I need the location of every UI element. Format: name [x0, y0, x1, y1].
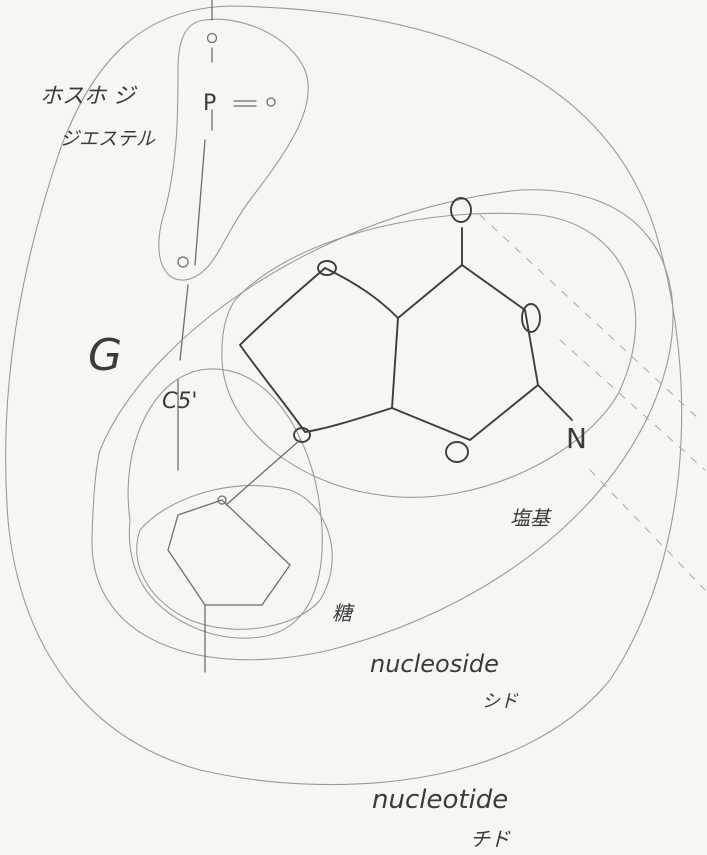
- glycosidic-bond: [225, 439, 301, 506]
- base-label: 塩基: [510, 506, 552, 530]
- nucleotide-jp-label: チド: [470, 827, 511, 851]
- guide-line-1: [479, 214, 701, 421]
- carbonyl-oxygen: [450, 197, 472, 223]
- nucleotide-boundary: [5, 5, 683, 786]
- sugar-ring-oxygen: [217, 495, 227, 505]
- guide-line-2: [559, 339, 706, 471]
- backbone-line: [177, 0, 213, 673]
- phosphodiester-label-line2: ジエステル: [60, 128, 156, 150]
- sugar-boundary-outer: [127, 368, 323, 639]
- base-six-membered-ring: [391, 264, 539, 441]
- base-boundary: [221, 212, 637, 498]
- sugar-label: 糖: [332, 601, 355, 625]
- phosphodiester-boundary: [158, 18, 309, 281]
- nucleotide-label: nucleotide: [372, 785, 508, 815]
- phosphate-double-bond: [233, 100, 257, 107]
- phosphate-oxygen-right: [266, 97, 276, 107]
- nucleoside-label: nucleoside: [370, 650, 499, 678]
- sugar-boundary-inner: [136, 484, 333, 630]
- phosphorus-atom: P: [203, 91, 216, 116]
- nitrogen-n7-circle: [317, 260, 337, 276]
- nucleoside-jp-label: シド: [482, 691, 519, 712]
- phosphodiester-label-line1: ホスホ ジ: [40, 84, 138, 109]
- guide-line-3: [589, 469, 706, 591]
- phosphate-oxygen-top: [206, 32, 218, 44]
- base-five-membered-ring: [239, 267, 399, 433]
- amine-nitrogen: N: [566, 422, 587, 455]
- nitrogen-n3-circle: [445, 441, 469, 463]
- nitrogen-n9-circle: [293, 427, 311, 443]
- nitrogen-n1-circle: [521, 303, 541, 333]
- sugar-ring: [167, 499, 291, 606]
- phosphate-oxygen-bottom: [177, 256, 189, 268]
- c5-prime-label: C5': [162, 389, 197, 414]
- amine-bond: [537, 384, 573, 421]
- guanine-label: G: [88, 330, 122, 381]
